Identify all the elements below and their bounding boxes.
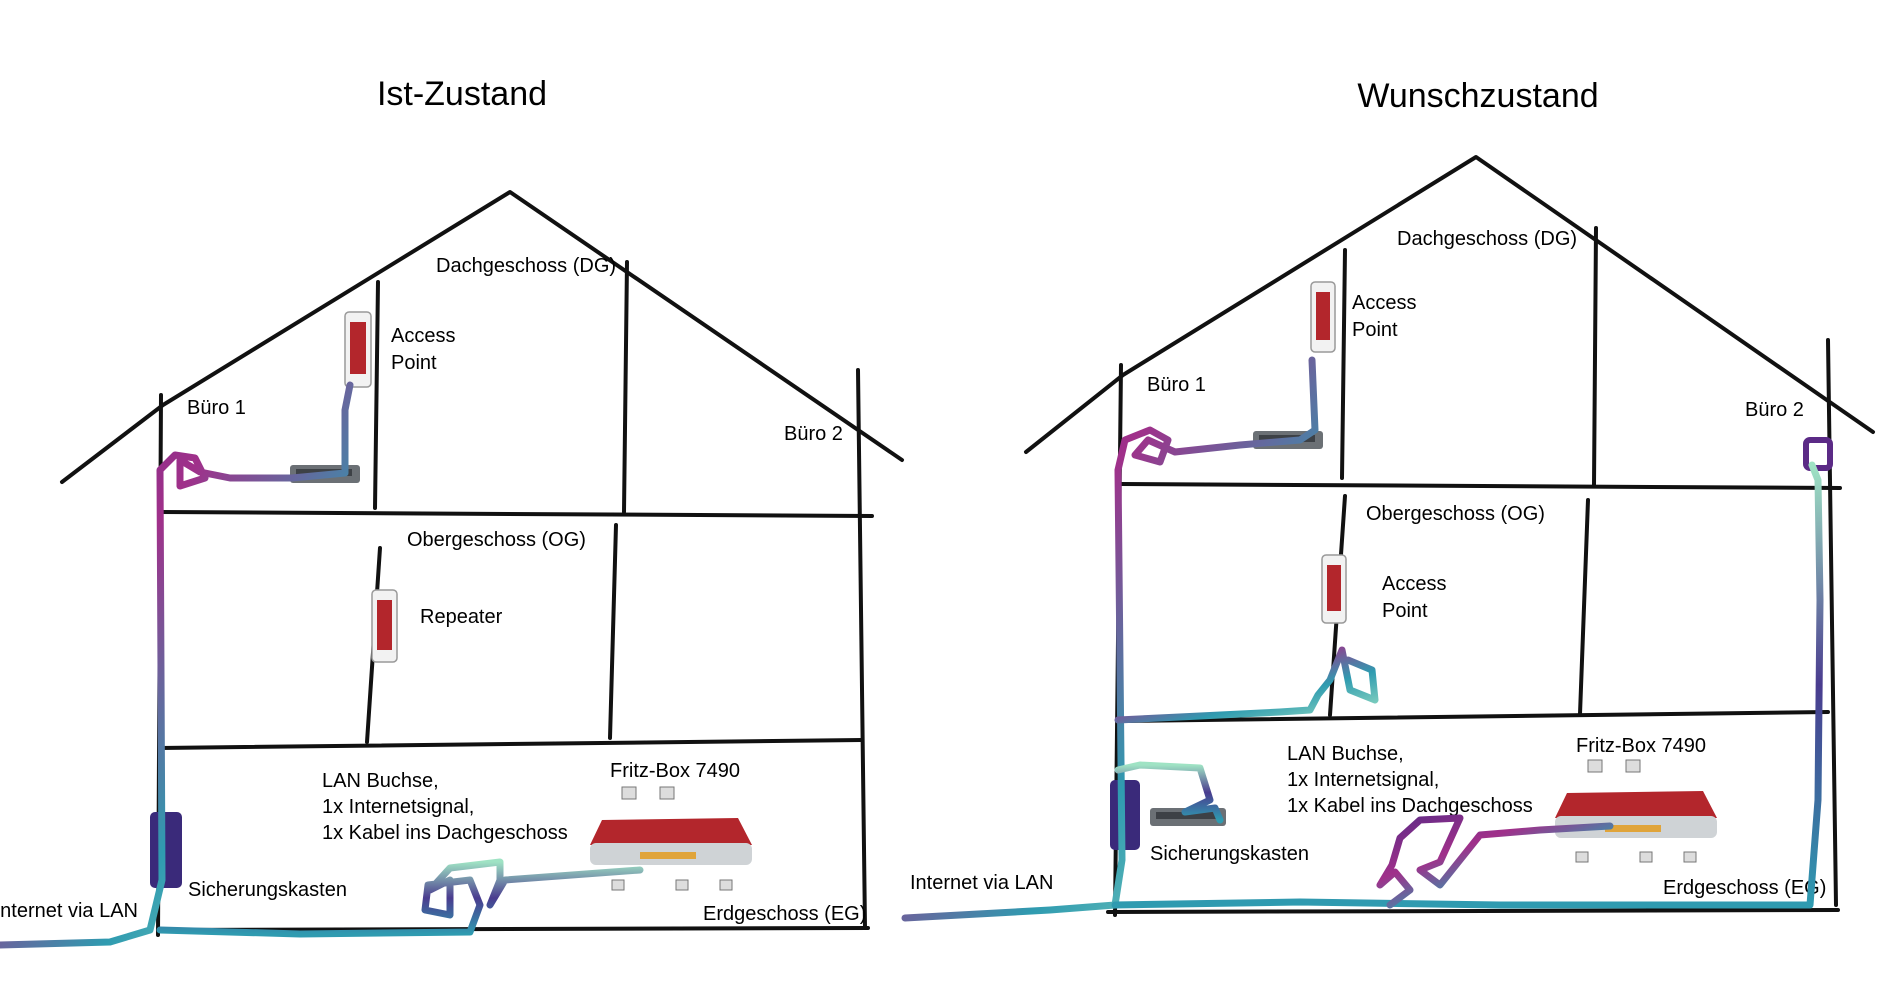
label-fuse-box-ist: Sicherungskasten	[188, 879, 347, 901]
wall-dg-1-right	[1340, 248, 1347, 480]
label-buero2-wunsch: Büro 2	[1745, 399, 1804, 421]
floor-dg-og	[159, 510, 874, 518]
title-wunsch: Wunschzustand	[1357, 77, 1598, 115]
title-ist: Ist-Zustand	[377, 75, 547, 113]
fuse-box-icon	[150, 812, 182, 888]
lan-cable-wunsch-og	[1114, 646, 1379, 724]
label-lan-socket-wunsch-3: 1x Kabel ins Dachgeschoss	[1287, 795, 1533, 817]
label-lan-socket-wunsch-2: 1x Internetsignal,	[1287, 769, 1439, 791]
label-access-point-og-2: Point	[1382, 600, 1428, 622]
label-og-ist: Obergeschoss (OG)	[407, 529, 586, 551]
label-repeater: Repeater	[420, 606, 503, 628]
repeater-icon	[371, 589, 398, 663]
lan-cable-ist-router	[156, 858, 644, 938]
label-dg-wunsch: Dachgeschoss (DG)	[1397, 228, 1577, 250]
lan-cable-wunsch-router	[1376, 814, 1614, 909]
label-access-point-og-1: Access	[1382, 573, 1446, 595]
house-wunsch: Wunschzustand Dachgeschoss (DG) Büro 1 B…	[901, 77, 1875, 922]
floor-og-eg	[158, 738, 864, 750]
roof-right	[1024, 155, 1875, 454]
label-access-point-ist-1: Access	[391, 325, 455, 347]
wall-og-2	[608, 523, 618, 740]
floor-og-eg-right	[1118, 710, 1830, 723]
lan-cable-wunsch-buero2	[1111, 461, 1824, 909]
label-lan-socket-wunsch-1: LAN Buchse,	[1287, 743, 1404, 765]
label-router-wunsch: Fritz-Box 7490	[1576, 735, 1706, 757]
router-wunsch-icon	[1555, 759, 1717, 863]
label-lan-socket-ist-3: 1x Kabel ins Dachgeschoss	[322, 822, 568, 844]
wall-dg-2-right	[1592, 226, 1598, 487]
label-internet-wunsch: Internet via LAN	[910, 872, 1053, 894]
wall-dg-2	[622, 260, 629, 514]
label-dg-ist: Dachgeschoss (DG)	[436, 255, 616, 277]
label-buero1-wunsch: Büro 1	[1147, 374, 1206, 396]
label-lan-socket-ist-2: 1x Internetsignal,	[322, 796, 474, 818]
label-buero2-ist: Büro 2	[784, 423, 843, 445]
floor-dg-og-right	[1119, 482, 1842, 490]
house-ist: Ist-Zustand Dachgeschoss (DG) Büro 1 Bür…	[0, 75, 904, 949]
ground-floor-line-right	[1106, 908, 1840, 914]
lan-cable-wunsch-switch	[1114, 761, 1224, 824]
label-router-ist: Fritz-Box 7490	[610, 760, 740, 782]
wall-right-house-right-outer	[1826, 338, 1838, 907]
wall-dg-1	[373, 280, 380, 510]
label-og-wunsch: Obergeschoss (OG)	[1366, 503, 1545, 525]
label-internet-ist: Internet via LAN	[0, 900, 138, 922]
access-point-og-icon	[1321, 554, 1347, 624]
ground-floor-line	[156, 926, 870, 932]
label-buero1-ist: Büro 1	[187, 397, 246, 419]
label-eg-wunsch: Erdgeschoss (EG)	[1663, 877, 1826, 899]
lan-cable-wunsch-dg	[901, 356, 1319, 922]
lan-cable-ist-main	[0, 381, 354, 949]
lan-socket-buero2-icon	[1803, 437, 1833, 471]
label-access-point-dg-1: Access	[1352, 292, 1416, 314]
access-point-dg-icon	[1310, 281, 1336, 353]
wall-og-2-right	[1578, 498, 1590, 716]
label-fuse-box-wunsch: Sicherungskasten	[1150, 843, 1309, 865]
label-eg-ist: Erdgeschoss (EG)	[703, 903, 866, 925]
roof-left	[60, 190, 904, 484]
label-access-point-ist-2: Point	[391, 352, 437, 374]
access-point-icon	[344, 311, 372, 388]
label-access-point-dg-2: Point	[1352, 319, 1398, 341]
wall-right-outer	[856, 368, 867, 930]
router-icon	[590, 786, 752, 891]
label-lan-socket-ist-1: LAN Buchse,	[322, 770, 439, 792]
